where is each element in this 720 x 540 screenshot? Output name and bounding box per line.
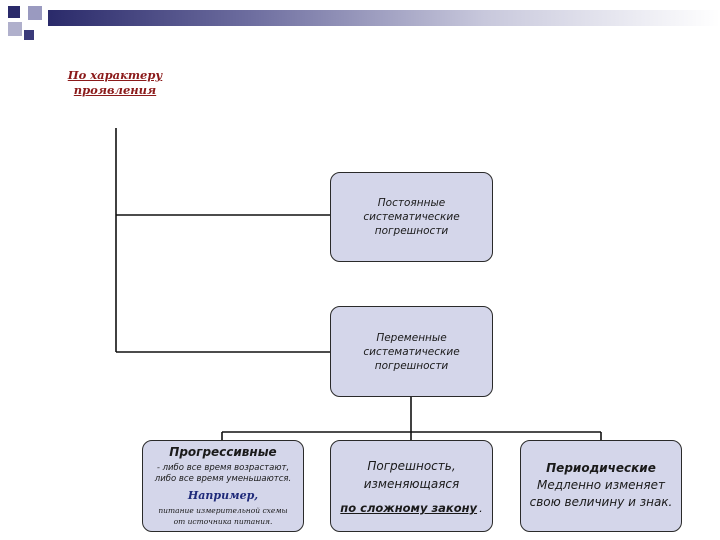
corner-square-light (8, 22, 22, 36)
law-label: по сложному закону (340, 501, 478, 515)
example-label: Например, (187, 489, 259, 502)
box-text: Постоянные (377, 197, 446, 209)
complex-law-box: Погрешность, изменяющаяся по сложному за… (330, 440, 493, 532)
box-title: Периодические (546, 461, 656, 475)
heading-line: По характеру (67, 68, 163, 82)
diagram-heading: По характеру проявления (55, 68, 175, 98)
periodic-box: Периодические Медленно изменяет свою вел… (520, 440, 682, 532)
box-text: от источника питания. (173, 517, 273, 526)
period: . (479, 501, 483, 515)
box-text: - либо все время возрастают, (156, 463, 290, 473)
box-title: Прогрессивные (169, 445, 277, 459)
box-text: по сложному закону. (340, 501, 482, 515)
box-text: питание измерительной схемы (158, 506, 288, 515)
box-text: либо все время уменьшаются. (154, 474, 292, 484)
box-text: свою величину и знак. (529, 495, 673, 509)
box-text: систематические (363, 345, 460, 358)
corner-square-dark (8, 6, 20, 18)
box-text: систематические (363, 211, 460, 223)
progressive-box: Прогрессивные - либо все время возрастаю… (142, 440, 304, 532)
box-text: погрешности (374, 225, 449, 237)
box-text: Переменные (376, 331, 447, 344)
variable-errors-box: Переменные систематические погрешности (330, 306, 493, 397)
corner-square-dark (24, 30, 34, 40)
box-text: Медленно изменяет (537, 478, 665, 492)
box-text: изменяющаяся (363, 477, 460, 491)
box-text: погрешности (374, 359, 449, 372)
heading-line: проявления (73, 83, 157, 97)
box-text: Погрешность, (367, 459, 456, 473)
header-band (48, 10, 720, 26)
constant-errors-box: Постоянные систематические погрешности (330, 172, 493, 262)
corner-square-light (28, 6, 42, 20)
